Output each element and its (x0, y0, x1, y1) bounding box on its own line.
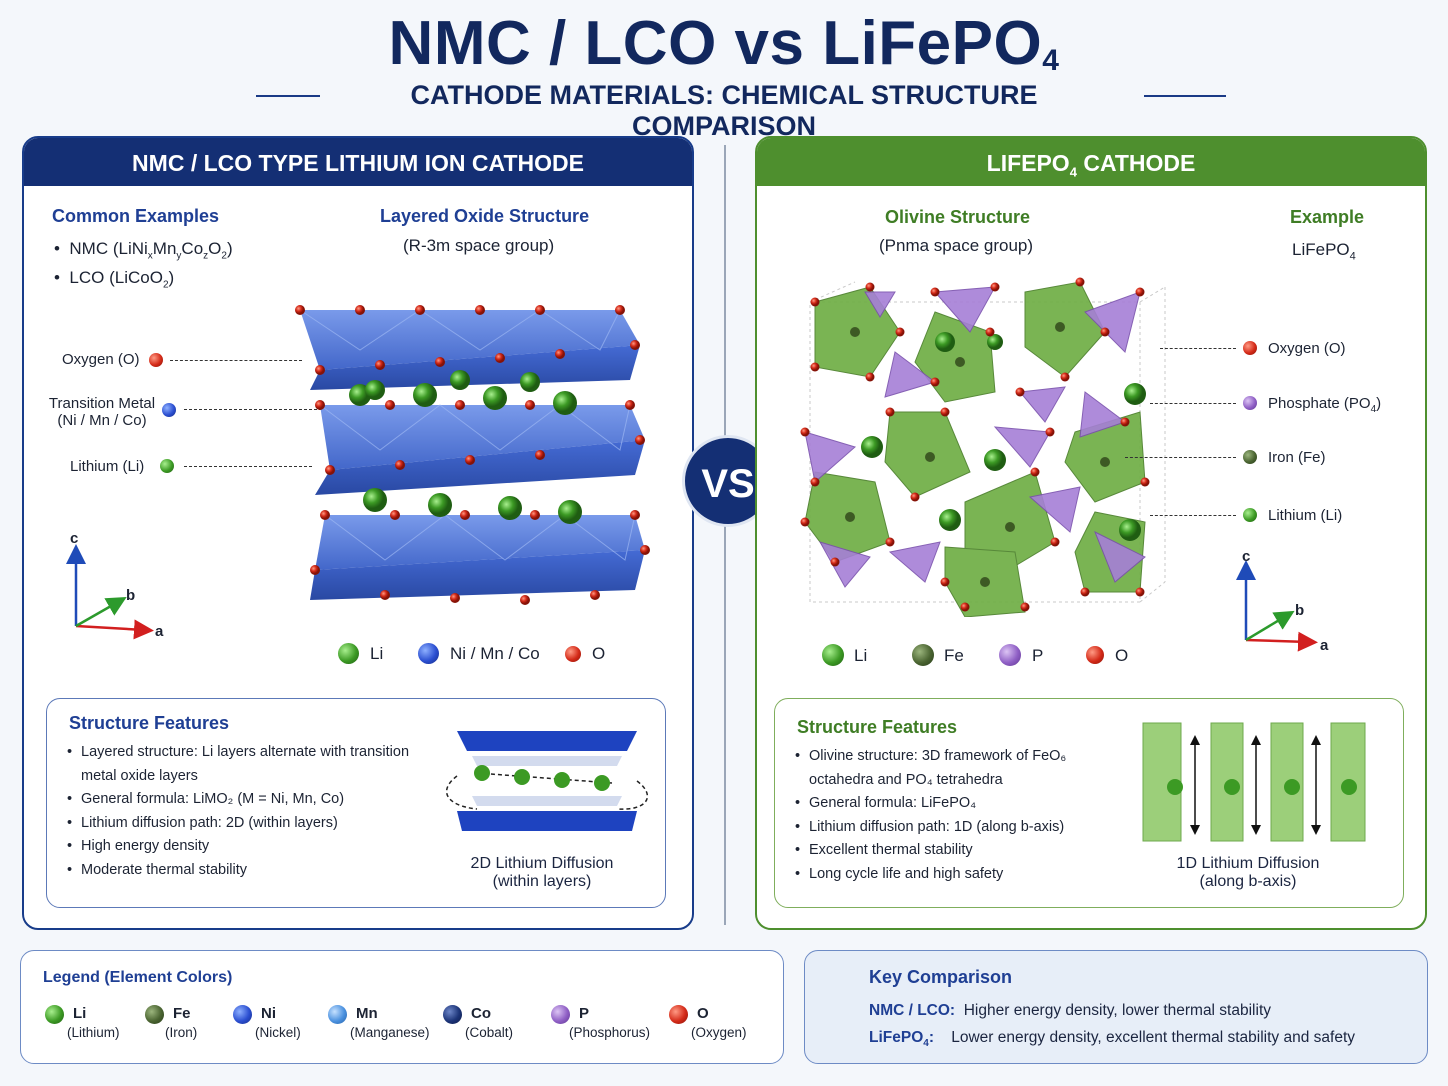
left-key-tm-label: Ni / Mn / Co (450, 644, 540, 663)
iron-leader-line (1125, 457, 1236, 458)
right-features-title: Structure Features (797, 717, 958, 737)
right-oxygen-label-dot (1243, 341, 1257, 355)
key-comparison-title: Key Comparison (869, 967, 1013, 987)
phosphate-label-dot (1243, 396, 1257, 410)
right-space-group: (Pnma space group) (879, 236, 1034, 255)
left-feature-item: High energy density (65, 835, 435, 859)
nmc-lco-panel-heading: NMC / LCO TYPE LITHIUM ION CATHODE (24, 138, 692, 186)
left-features-title: Structure Features (69, 713, 230, 733)
oxygen-leader-line (170, 360, 302, 361)
lithium-leader-line (184, 466, 312, 467)
layered-oxide-structure (295, 305, 650, 605)
right-axis-a-label: a (1320, 637, 1329, 654)
1d-diffusion-caption: 1D Lithium Diffusion(along b-axis) (1176, 855, 1320, 890)
element-color-legend: Legend (Element Colors) Li(Lithium) Fe(I… (20, 950, 784, 1064)
right-oxygen-label: Oxygen (O) (1268, 340, 1346, 357)
example-lco: • LCO (LiCoO2) (54, 268, 175, 291)
comparison-row-lfp: LiFePO4: Lower energy density, excellent… (869, 1029, 1356, 1050)
left-feature-item: General formula: LiMO₂ (M = Ni, Mn, Co) (65, 788, 435, 812)
left-axis-a-label: a (155, 623, 164, 640)
left-key-o-ball (565, 646, 581, 662)
subtitle-row: CATHODE MATERIALS: CHEMICAL STRUCTURE CO… (0, 80, 1448, 141)
right-axis-c-label: c (1242, 548, 1251, 565)
comparison-row-nmc: NMC / LCO: Higher energy density, lower … (869, 1002, 1271, 1019)
subtitle-rule-left (256, 95, 320, 97)
right-structure-features-box: Structure Features Olivine structure: 3D… (774, 698, 1404, 908)
oxygen-label-dot (149, 353, 163, 367)
right-key-o-label: O (1115, 646, 1129, 665)
legend-title: Legend (Element Colors) (43, 969, 233, 986)
page-subtitle: CATHODE MATERIALS: CHEMICAL STRUCTURE CO… (410, 80, 1038, 141)
left-feature-item: Layered structure: Li layers alternate w… (65, 741, 435, 788)
right-feature-item: Long cycle life and high safety (793, 863, 1093, 887)
lithium-label-dot (160, 459, 174, 473)
right-lithium-label-dot (1243, 508, 1257, 522)
left-key-o-label: O (592, 644, 606, 663)
right-key-li-label: Li (854, 646, 868, 665)
lithium-label: Lithium (Li) (70, 458, 145, 475)
legend-o-ball (669, 1005, 688, 1024)
left-axis-c-label: c (70, 530, 79, 547)
left-space-group: (R-3m space group) (403, 236, 555, 255)
example-value: LiFePO4 (1292, 240, 1356, 263)
right-key-li-ball (822, 644, 844, 666)
left-feature-item: Moderate thermal stability (65, 859, 435, 883)
legend-mn-ball (328, 1005, 347, 1024)
lifepo4-panel-heading: LIFEPO4 CATHODE (757, 138, 1425, 186)
legend-ni-ball (233, 1005, 252, 1024)
left-features-list: Layered structure: Li layers alternate w… (65, 741, 435, 882)
iron-label: Iron (Fe) (1268, 449, 1326, 466)
left-crystal-axes (66, 544, 154, 640)
common-examples-title: Common Examples (52, 206, 220, 226)
layered-oxide-title: Layered Oxide Structure (380, 206, 590, 226)
right-lithium-leader-line (1150, 515, 1236, 516)
right-oxygen-leader-line (1160, 348, 1236, 349)
olivine-structure (800, 277, 1166, 617)
legend-li-ball (45, 1005, 64, 1024)
right-key-fe-ball (912, 644, 934, 666)
left-structure-features-box: Structure Features Layered structure: Li… (46, 698, 666, 908)
legend-co-ball (443, 1005, 462, 1024)
page-title: NMC / LCO vs LiFePO4 (388, 9, 1060, 78)
right-feature-item: General formula: LiFePO₄ (793, 792, 1093, 816)
right-features-list: Olivine structure: 3D framework of FeO₆ … (793, 745, 1093, 886)
transition-metal-label-dot (162, 403, 176, 417)
right-key-o-ball (1086, 646, 1104, 664)
phosphate-label: Phosphate (PO4) (1268, 395, 1382, 415)
2d-diffusion-caption: 2D Lithium Diffusion(within layers) (470, 855, 614, 890)
right-key-fe-label: Fe (944, 646, 964, 665)
legend-p-ball (551, 1005, 570, 1024)
example-title: Example (1290, 207, 1365, 227)
left-key-li-ball (338, 643, 359, 664)
olivine-title: Olivine Structure (885, 207, 1031, 227)
left-key-tm-ball (418, 643, 439, 664)
phosphate-leader-line (1150, 403, 1236, 404)
right-crystal-axes (1236, 560, 1318, 652)
panel-divider (724, 145, 726, 925)
right-feature-item: Olivine structure: 3D framework of FeO₆ … (793, 745, 1093, 792)
right-lithium-label: Lithium (Li) (1268, 507, 1343, 524)
right-feature-item: Excellent thermal stability (793, 839, 1093, 863)
key-comparison-box: Key Comparison NMC / LCO: Higher energy … (804, 950, 1428, 1064)
example-nmc: • NMC (LiNixMnyCozO2) (54, 239, 233, 262)
right-key-p-label: P (1032, 646, 1044, 665)
iron-label-dot (1243, 450, 1257, 464)
left-feature-item: Lithium diffusion path: 2D (within layer… (65, 812, 435, 836)
left-axis-b-label: b (126, 587, 136, 604)
transition-metal-leader-line (184, 409, 322, 410)
oxygen-label: Oxygen (O) (62, 351, 140, 368)
subtitle-rule-right (1144, 95, 1226, 97)
right-axis-b-label: b (1295, 602, 1305, 619)
transition-metal-label: Transition Metal(Ni / Mn / Co) (48, 395, 156, 429)
2d-diffusion-diagram (445, 731, 649, 831)
right-key-p-ball (999, 644, 1021, 666)
right-feature-item: Lithium diffusion path: 1D (along b-axis… (793, 816, 1093, 840)
left-key-li-label: Li (370, 644, 384, 663)
legend-fe-ball (145, 1005, 164, 1024)
1d-diffusion-diagram (1142, 722, 1366, 842)
